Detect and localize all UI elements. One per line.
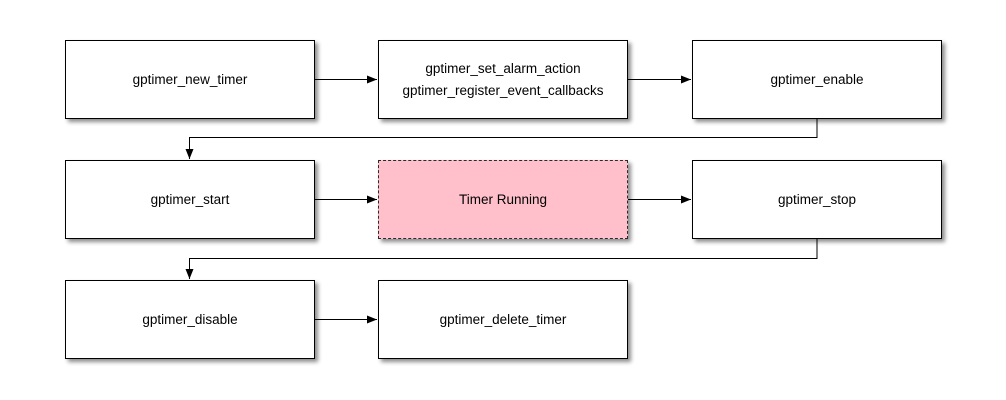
node-gptimer-new-timer: gptimer_new_timer bbox=[65, 40, 315, 119]
node-timer-running-state: Timer Running bbox=[378, 160, 628, 239]
node-label: gptimer_stop bbox=[777, 191, 857, 207]
node-gptimer-disable: gptimer_disable bbox=[65, 280, 315, 359]
node-label: gptimer_delete_timer bbox=[439, 311, 567, 327]
node-gptimer-enable: gptimer_enable bbox=[692, 40, 942, 119]
node-gptimer-configure: gptimer_set_alarm_action gptimer_registe… bbox=[378, 40, 628, 119]
edge-stop-to-disable bbox=[185, 239, 818, 279]
node-label-line1: gptimer_set_alarm_action bbox=[425, 60, 581, 76]
node-label: Timer Running bbox=[458, 191, 548, 207]
node-label-line2: gptimer_register_event_callbacks bbox=[402, 82, 604, 98]
node-label: gptimer_enable bbox=[770, 71, 864, 87]
edge-enable-to-start bbox=[185, 119, 818, 159]
node-label: gptimer_disable bbox=[142, 311, 238, 327]
node-gptimer-delete-timer: gptimer_delete_timer bbox=[378, 280, 628, 359]
node-label: gptimer_start bbox=[150, 191, 230, 207]
node-label: gptimer_new_timer bbox=[132, 71, 248, 87]
node-gptimer-stop: gptimer_stop bbox=[692, 160, 942, 239]
node-gptimer-start: gptimer_start bbox=[65, 160, 315, 239]
